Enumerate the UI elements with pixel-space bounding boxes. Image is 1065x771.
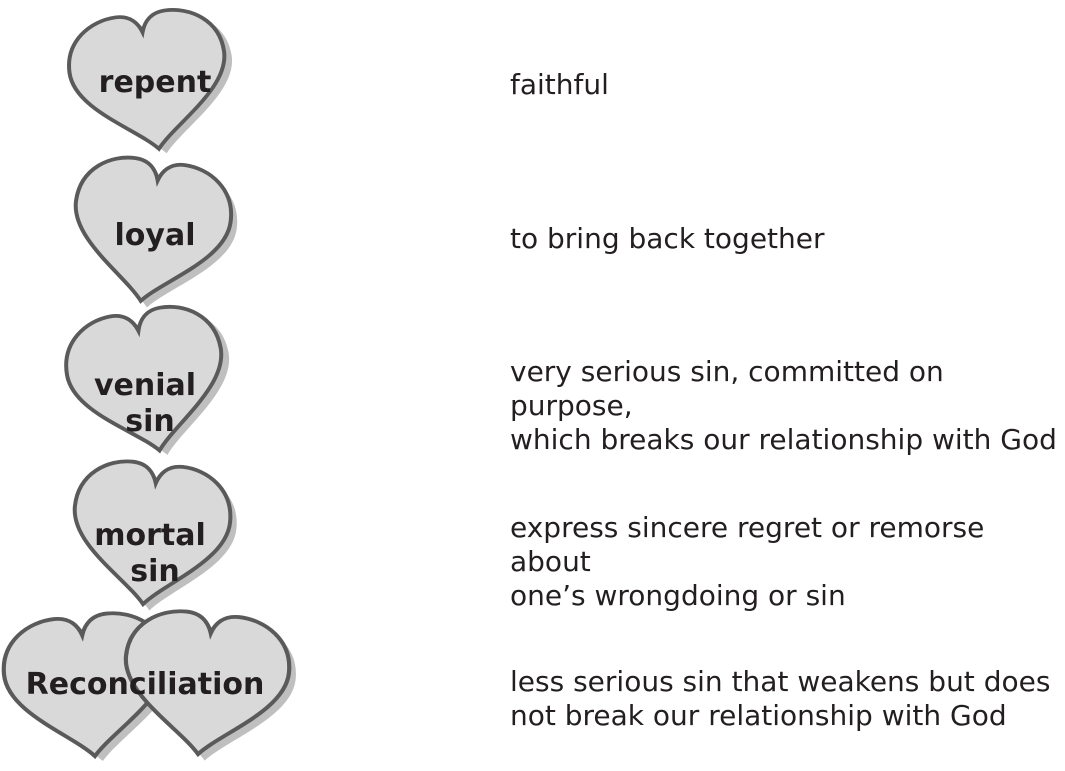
term-loyal: loyal [115,218,196,253]
definition-line: less serious sin that weakens but does [510,665,1051,698]
definition-line: very serious sin, committed on purpose, [510,355,944,422]
definition-line: faithful [510,68,609,101]
definition-line: one’s wrongdoing or sin [510,579,846,612]
definition-line: express sincere regret or remorse about [510,511,985,578]
definition-bring-together: to bring back together [510,222,825,256]
definition-venial: less serious sin that weakens but does n… [510,665,1050,733]
term-venial-line2: sin [125,404,175,439]
term-mortal-line2: sin [130,554,180,589]
definition-mortal: very serious sin, committed on purpose, … [510,355,1065,457]
definition-line: which breaks our relationship with God [510,423,1057,456]
term-mortal-line1: mortal [94,518,206,553]
definition-line: not break our relationship with God [510,699,1007,732]
term-repent: repent [99,65,212,100]
term-reconciliation: Reconciliation [26,667,265,702]
definition-line: to bring back together [510,222,825,255]
term-venial-line1: venial [94,368,196,403]
definition-repent: express sincere regret or remorse about … [510,511,1065,613]
definition-faithful: faithful [510,68,609,102]
